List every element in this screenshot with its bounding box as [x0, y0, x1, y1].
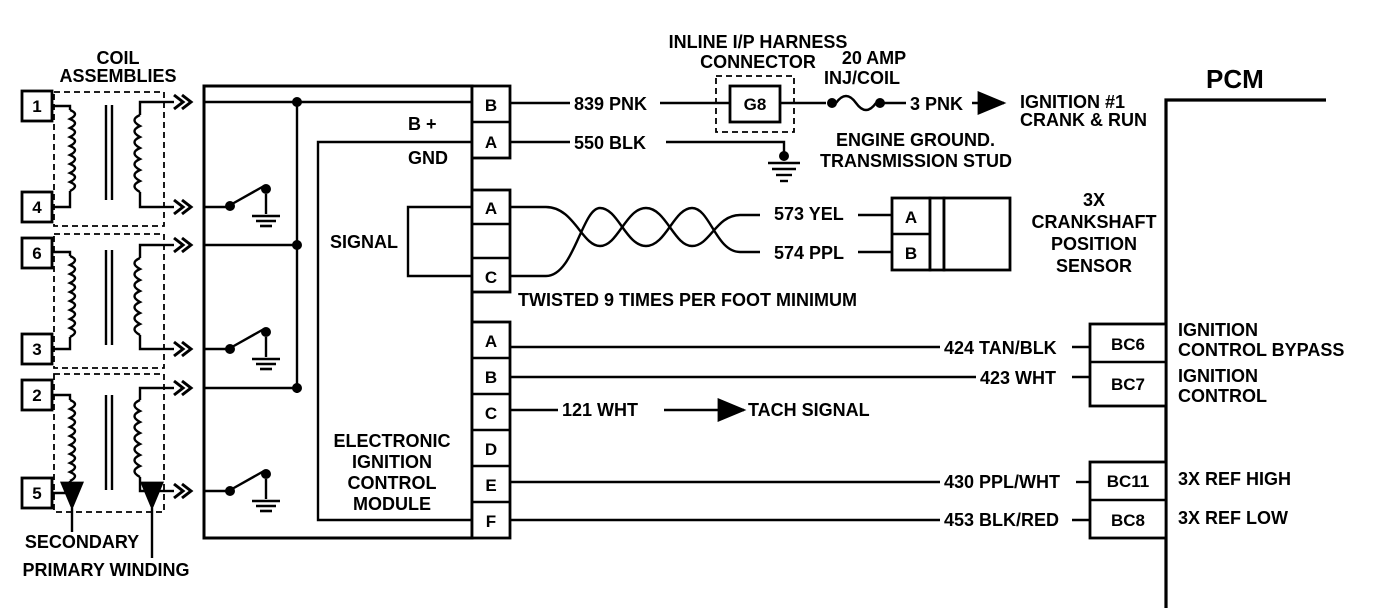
coil-terminal-3: [20, 332, 54, 366]
twisted-wire-b: [510, 206, 760, 278]
pcm-connector-upper: [1088, 322, 1168, 408]
pcm-pin-a: A: [485, 332, 497, 351]
twisted-note: TWISTED 9 TIMES PER FOOT MINIMUM: [518, 290, 857, 310]
tach-signal-label: TACH SIGNAL: [748, 400, 870, 420]
fuse-label-line1: 20 AMP: [842, 48, 906, 68]
secondary-winding-1: [52, 100, 160, 209]
wire-573-yel: 573 YEL: [774, 204, 844, 224]
power-circuit: 839 PNK INLINE I/P HARNESS CONNECTOR G8 …: [510, 32, 1147, 183]
pcm-pin-f: F: [486, 512, 496, 531]
coil-assemblies: COIL ASSEMBLIES 1 4 6 3 2 5: [20, 48, 193, 580]
pcm-pin-d: D: [485, 440, 497, 459]
harness-label-line2: CONNECTOR: [700, 52, 816, 72]
wire-423-wht: 423 WHT: [980, 368, 1056, 388]
connector-g8-label: G8: [744, 95, 767, 114]
ground-line1: ENGINE GROUND.: [836, 130, 995, 150]
power-pin-a: A: [485, 133, 497, 152]
coil-pack-6-3: [53, 233, 165, 369]
sensor-conn-pin-b: B: [905, 244, 917, 263]
coil-terminal-1-label: 1: [32, 97, 41, 116]
primary-winding-label: PRIMARY WINDING: [22, 560, 189, 580]
signal-label: SIGNAL: [330, 232, 398, 252]
pcm-pin-b: B: [485, 368, 497, 387]
pcm-pin-bc11: BC11: [1107, 472, 1150, 491]
coil-terminal-6-label: 6: [32, 244, 41, 263]
bc6-desc-line1: IGNITION: [1178, 320, 1258, 340]
fuse-label-line2: INJ/COIL: [824, 68, 900, 88]
wire-550-blk: 550 BLK: [574, 133, 646, 153]
module-outline: [202, 84, 474, 540]
coil-title-line1: COIL: [97, 48, 140, 68]
sensor-conn-pin-a: A: [905, 208, 917, 227]
coil-terminal-6: [20, 236, 54, 270]
coil-driver-switch-2: [223, 325, 282, 371]
crankshaft-sensor-circuit: 573 YEL 574 PPL A B 3X CRANKSHAFT POSITI…: [510, 190, 1157, 310]
coil-terminal-3-label: 3: [32, 340, 41, 359]
module-title-line2: IGNITION: [352, 452, 432, 472]
module-title-line3: CONTROL: [348, 473, 437, 493]
wire-430-ppl-wht: 430 PPL/WHT: [944, 472, 1060, 492]
module-title-line4: MODULE: [353, 494, 431, 514]
coil-pack-2-5: [53, 373, 165, 513]
pcm-pin-bc7: BC7: [1111, 375, 1145, 394]
pcm-pin-bc6: BC6: [1111, 335, 1145, 354]
power-pin-b: B: [485, 96, 497, 115]
crankshaft-position-sensor: [942, 196, 1012, 272]
sensor-connector: [470, 188, 512, 294]
ground-line2: TRANSMISSION STUD: [820, 151, 1012, 171]
sensor-name-line1: 3X: [1083, 190, 1105, 210]
wire-574-ppl: 574 PPL: [774, 243, 844, 263]
gnd-label: GND: [408, 148, 448, 168]
sensor-pin-a: A: [485, 199, 497, 218]
bplus-label: B +: [408, 114, 437, 134]
wire-839-pnk: 839 PNK: [574, 94, 647, 114]
pcm-pin-e: E: [485, 476, 496, 495]
bc8-desc: 3X REF LOW: [1178, 508, 1288, 528]
pcm-boundary: [1164, 98, 1326, 608]
secondary-winding-2: [52, 243, 160, 351]
wire-453-blk-red: 453 BLK/RED: [944, 510, 1059, 530]
ignition-1-line2: CRANK & RUN: [1020, 110, 1147, 130]
bc6-desc-line2: CONTROL BYPASS: [1178, 340, 1344, 360]
bc11-desc: 3X REF HIGH: [1178, 469, 1291, 489]
coil-title-line2: ASSEMBLIES: [59, 66, 176, 86]
sensor-name-line4: SENSOR: [1056, 256, 1132, 276]
module-title-line1: ELECTRONIC: [334, 431, 451, 451]
coil-driver-switch-1: [223, 182, 282, 228]
wire-121-wht: 121 WHT: [562, 400, 638, 420]
fuse-20-amp: [835, 94, 877, 112]
bc7-desc-line1: IGNITION: [1178, 366, 1258, 386]
pcm-pin-bc8: BC8: [1111, 511, 1145, 530]
bc7-desc-line2: CONTROL: [1178, 386, 1267, 406]
coil-pack-1-4: [53, 91, 165, 227]
ignition-control-module: B + GND SIGNAL ELECTRONIC IGNITION CONTR…: [202, 84, 512, 540]
sensor-pin-c: C: [485, 268, 497, 287]
wire-424-tan-blk: 424 TAN/BLK: [944, 338, 1057, 358]
sensor-name-line3: POSITION: [1051, 234, 1137, 254]
secondary-winding-3: [52, 386, 160, 495]
secondary-label: SECONDARY: [25, 532, 139, 552]
ignition-1-line1: IGNITION #1: [1020, 92, 1125, 112]
connector-g8: [728, 84, 782, 124]
sensor-name-line2: CRANKSHAFT: [1032, 212, 1157, 232]
coil-terminal-4-label: 4: [32, 198, 42, 217]
coil-terminal-5-label: 5: [32, 484, 41, 503]
wire-3-pnk: 3 PNK: [910, 94, 963, 114]
twisted-wire-a: [510, 205, 760, 248]
pcm-pin-c: C: [485, 404, 497, 423]
coil-terminal-5: [20, 476, 54, 510]
coil-terminal-2-label: 2: [32, 386, 41, 405]
coil-driver-switch-3: [223, 467, 282, 513]
pcm-title: PCM: [1206, 64, 1264, 94]
harness-label-line1: INLINE I/P HARNESS: [669, 32, 848, 52]
pcm-circuit: PCM 424 TAN/BLK 423 WHT 121 WHT TACH SIG…: [510, 64, 1344, 608]
